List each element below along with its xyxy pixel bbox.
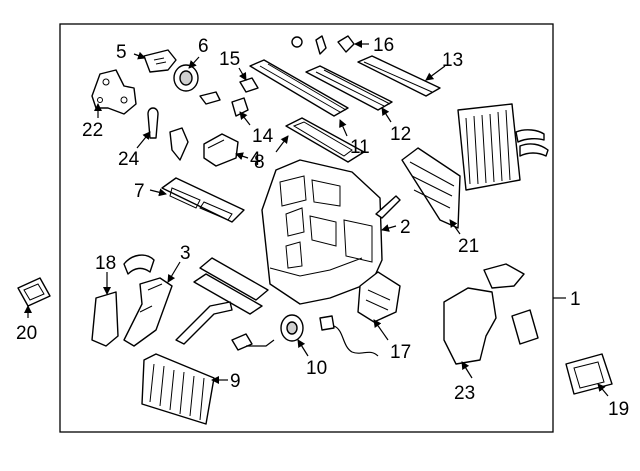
part-9-heater-core bbox=[141, 301, 233, 425]
part-16-fasteners bbox=[291, 35, 355, 55]
part-18-duct bbox=[91, 254, 155, 347]
callout-21: 21 bbox=[458, 236, 479, 257]
callout-17: 17 bbox=[390, 342, 411, 363]
callout-9: 9 bbox=[230, 371, 241, 392]
part-13-cover bbox=[357, 55, 441, 97]
part-4-module bbox=[203, 133, 239, 167]
callout-6: 6 bbox=[198, 36, 209, 57]
callout-23: 23 bbox=[454, 383, 475, 404]
callout-14: 14 bbox=[252, 126, 274, 147]
callout-22: 22 bbox=[82, 120, 103, 141]
part-22-bracket bbox=[91, 69, 137, 115]
callout-12: 12 bbox=[390, 124, 411, 145]
part-evaporator bbox=[457, 103, 549, 191]
part-23-duct bbox=[443, 263, 539, 365]
callout-4: 4 bbox=[250, 149, 261, 170]
callout-20: 20 bbox=[16, 323, 37, 344]
part-5-actuator bbox=[143, 49, 177, 73]
leader-lines bbox=[24, 40, 609, 397]
assembly-frame bbox=[59, 23, 554, 433]
callout-11: 11 bbox=[350, 137, 370, 158]
part-12-filter bbox=[305, 65, 393, 111]
callout-10: 10 bbox=[306, 358, 327, 379]
callout-labels: 1 2 3 4 5 6 7 8 9 10 11 12 13 14 15 16 1… bbox=[16, 35, 629, 420]
callout-3: 3 bbox=[180, 243, 191, 264]
part-7-frame bbox=[161, 177, 245, 223]
callout-13: 13 bbox=[442, 50, 463, 71]
part-2-sensor bbox=[375, 195, 401, 219]
part-14-sensor bbox=[231, 97, 249, 117]
part-19-vent bbox=[565, 353, 613, 395]
part-15-sensor bbox=[239, 77, 259, 93]
callout-19: 19 bbox=[608, 399, 629, 420]
callout-8: 8 bbox=[254, 152, 265, 173]
part-21-core bbox=[401, 147, 461, 229]
callout-18: 18 bbox=[95, 253, 116, 274]
part-10-motor bbox=[280, 314, 304, 342]
callout-24: 24 bbox=[118, 149, 140, 170]
part-11-filter bbox=[249, 59, 349, 117]
part-20-vent bbox=[17, 277, 51, 307]
part-24-clip bbox=[147, 107, 159, 139]
callout-7: 7 bbox=[134, 181, 145, 202]
part-17-bracket bbox=[357, 271, 401, 323]
part-6-knob bbox=[173, 64, 199, 92]
callout-5: 5 bbox=[116, 42, 127, 63]
callout-2: 2 bbox=[400, 217, 411, 238]
part-3-duct bbox=[123, 277, 173, 347]
callout-15: 15 bbox=[219, 49, 240, 70]
part-seal-strips bbox=[193, 257, 269, 315]
hvac-housing bbox=[261, 159, 383, 305]
part-8-seal bbox=[285, 117, 365, 163]
callout-16: 16 bbox=[373, 35, 394, 56]
callout-1: 1 bbox=[570, 289, 581, 310]
part-pipes bbox=[231, 333, 275, 351]
part-wire-harness bbox=[319, 315, 379, 357]
part-connector-small bbox=[169, 91, 221, 161]
